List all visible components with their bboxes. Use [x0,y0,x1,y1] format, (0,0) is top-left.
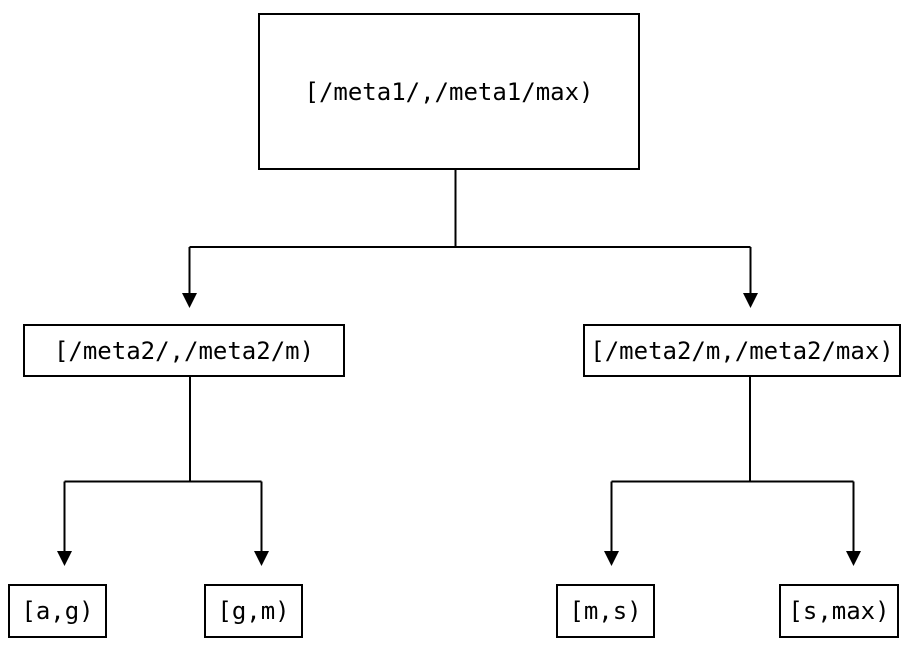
node-leaf-gm-label: [g,m) [217,597,290,625]
edge-right-to-leaves [610,377,855,551]
node-root-label: [/meta1/,/meta1/max) [304,77,594,106]
node-meta2-right: [/meta2/m,/meta2/max) [583,324,901,377]
node-leaf-smax: [s,max) [779,584,899,638]
edge-right-arrowheads [604,551,861,566]
arrowhead-down-icon [604,551,619,566]
node-meta2-left-label: [/meta2/,/meta2/m) [53,336,315,365]
arrowhead-down-icon [254,551,269,566]
arrowhead-down-icon [846,551,861,566]
edge-left-to-leaves [63,377,263,551]
node-leaf-ag-label: [a,g) [21,597,94,625]
arrowhead-down-icon [182,293,197,308]
edge-left-arrowheads [57,551,269,566]
node-leaf-ag: [a,g) [8,584,107,638]
node-root: [/meta1/,/meta1/max) [258,13,640,170]
node-leaf-gm: [g,m) [204,584,303,638]
edge-root-to-children [188,170,752,293]
node-leaf-ms-label: [m,s) [569,597,642,625]
node-meta2-right-label: [/meta2/m,/meta2/max) [590,336,894,365]
node-leaf-smax-label: [s,max) [788,597,890,625]
edge-root-arrowheads [182,293,758,308]
arrowhead-down-icon [743,293,758,308]
node-meta2-left: [/meta2/,/meta2/m) [23,324,345,377]
node-leaf-ms: [m,s) [556,584,655,638]
arrowhead-down-icon [57,551,72,566]
